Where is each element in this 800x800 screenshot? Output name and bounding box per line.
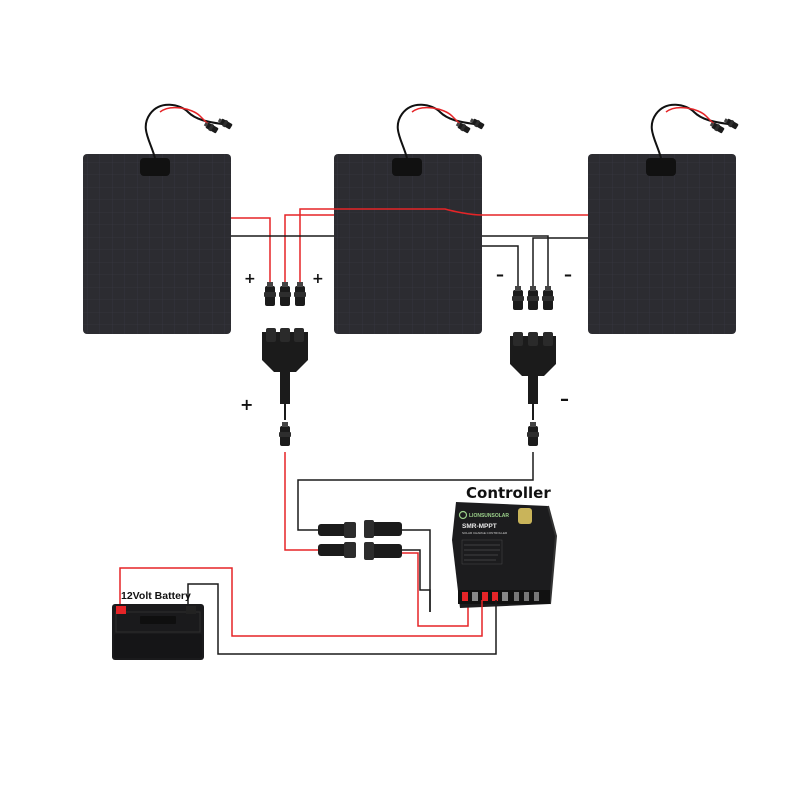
polarity-labels: + + + – – –	[240, 265, 572, 414]
positive-panel-wires	[231, 208, 588, 286]
battery-wires	[119, 567, 497, 655]
negative-panel-wires	[231, 235, 588, 286]
plus-sign-output: +	[240, 395, 253, 414]
positive-branch-connector	[262, 282, 308, 446]
panel-cable-left	[144, 103, 223, 159]
battery-negative-terminal	[186, 606, 196, 614]
solar-panel-right	[588, 103, 739, 334]
controller-cables	[284, 452, 534, 627]
controller-label: Controller	[466, 484, 551, 502]
controller-subtitle: SOLAR CHARGE CONTROLLER	[462, 531, 508, 535]
panel-cable-center	[396, 103, 475, 159]
battery: 12Volt Battery	[112, 590, 204, 660]
controller-model: SMR-MPPT	[462, 523, 497, 530]
minus-sign-right: –	[564, 265, 572, 284]
minus-sign-output: –	[560, 389, 569, 410]
battery-label: 12Volt Battery	[121, 590, 191, 602]
charge-controller: Controller LIONSUNSOLAR SMR-MPPT SOLAR C…	[452, 484, 558, 608]
controller-brand: LIONSUNSOLAR	[469, 513, 509, 519]
plus-sign-right: +	[312, 271, 324, 287]
controller-badge	[518, 508, 532, 524]
minus-sign-left: –	[496, 265, 504, 284]
solar-panel-center	[334, 103, 485, 334]
panel-cable-right	[650, 103, 729, 159]
negative-branch-connector	[510, 286, 556, 446]
solar-panel-left	[83, 103, 233, 334]
battery-positive-terminal	[116, 606, 126, 614]
plus-sign-left: +	[244, 271, 256, 287]
mc4-inline-connectors	[318, 520, 402, 560]
